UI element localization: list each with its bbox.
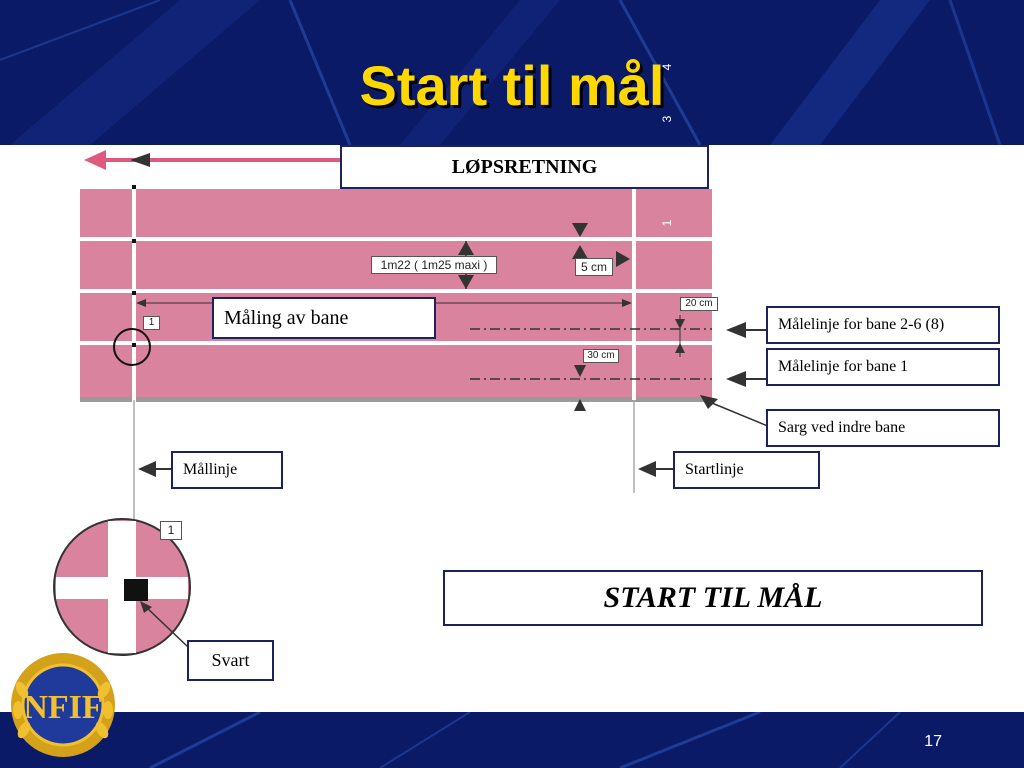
track-surface bbox=[80, 189, 712, 400]
inner-kerb bbox=[80, 397, 712, 402]
logo-text: NFIF bbox=[23, 689, 102, 726]
start-to-finish-label: START TIL MÅL bbox=[443, 570, 983, 626]
black-label: Svart bbox=[187, 640, 274, 681]
detail-lane-tag: 1 bbox=[160, 521, 182, 540]
measure-line-2-6-label: Målelinje for bane 2-6 (8) bbox=[766, 306, 1000, 344]
lane-number: 3 bbox=[660, 115, 674, 123]
page-title: Start til mål bbox=[359, 54, 665, 117]
lane-line bbox=[80, 237, 712, 241]
header-decoration bbox=[0, 0, 1002, 145]
lane-line bbox=[80, 341, 712, 345]
finish-line-label: Mållinje bbox=[171, 451, 283, 489]
page-number: 17 bbox=[924, 733, 942, 750]
detail-circle bbox=[113, 328, 151, 366]
lane-measurement-label: Måling av bane bbox=[212, 297, 436, 339]
black-square bbox=[124, 579, 148, 601]
gap-tag: 5 cm bbox=[575, 258, 613, 276]
slide-footer bbox=[0, 712, 1024, 768]
measure-line-1-label: Målelinje for bane 1 bbox=[766, 348, 1000, 386]
lane-number: 4 bbox=[660, 63, 674, 71]
start-line-label: Startlinje bbox=[673, 451, 820, 489]
inner-kerb-label: Sarg ved indre bane bbox=[766, 409, 1000, 447]
lane-line bbox=[80, 289, 712, 293]
direction-arrowhead bbox=[84, 150, 106, 170]
running-direction-label: LØPSRETNING bbox=[340, 145, 709, 189]
slide-header bbox=[0, 0, 1024, 145]
lane-number: 1 bbox=[660, 219, 674, 227]
small-arrowhead bbox=[130, 153, 150, 167]
lane-width-tag: 1m22 ( 1m25 maxi ) bbox=[371, 256, 497, 274]
measure-30-tag: 30 cm bbox=[583, 349, 619, 363]
track-diagram bbox=[53, 150, 771, 656]
footer-decoration bbox=[149, 712, 901, 768]
lane-one-tag: 1 bbox=[143, 316, 160, 330]
nfif-logo-icon: NFIF bbox=[11, 653, 115, 757]
measure-20-tag: 20 cm bbox=[680, 297, 718, 311]
